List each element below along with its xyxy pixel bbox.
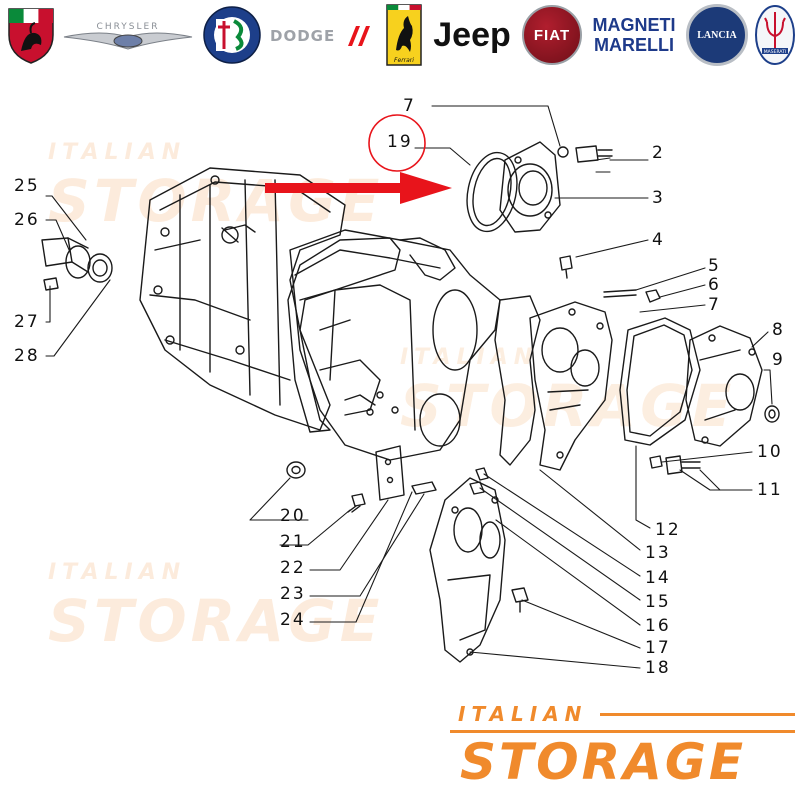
callout-24: 24: [280, 610, 306, 630]
abarth-shield-icon: [8, 8, 54, 64]
callout-16: 16: [645, 616, 671, 636]
flange-part-26: [41, 237, 113, 283]
leader-lines: [45, 105, 773, 669]
fitting-part-15: [469, 481, 485, 495]
alfa-romeo-badge-icon: [203, 6, 261, 64]
o-ring-part-19: [466, 151, 518, 233]
dodge-wordmark-icon: DODGE: [270, 26, 370, 46]
callout-18: 18: [645, 658, 671, 678]
bolt-part-21: [347, 493, 366, 513]
abarth-logo: [2, 4, 60, 66]
callout-21: 21: [280, 532, 306, 552]
brand-logo-strip: CHRYSLER DODGE: [0, 0, 800, 72]
highlight-circle: [368, 114, 426, 172]
clip-part-27: [43, 277, 59, 291]
fitting-part-14: [475, 467, 489, 481]
logo-top-word: ITALIAN: [458, 702, 588, 726]
callout-6: 6: [708, 275, 721, 295]
ferrari-prancing-horse-icon: Ferrari: [386, 4, 422, 66]
callout-12: 12: [655, 520, 681, 540]
maserati-logo: MASERATI: [752, 4, 798, 66]
callout-17: 17: [645, 638, 671, 658]
fiat-logo: FIAT: [520, 4, 584, 66]
callout-19: 19: [387, 132, 413, 152]
magneti-marelli-logo: MAGNETI MARELLI: [588, 4, 680, 66]
washer-part-10: [649, 455, 663, 469]
alfa-romeo-logo: [200, 4, 264, 66]
callout-2: 2: [652, 143, 665, 163]
callout-14: 14: [645, 568, 671, 588]
stud-part-5: [603, 289, 637, 298]
lancia-badge-icon: LANCIA: [686, 4, 748, 66]
washer-part-7-top: [557, 146, 569, 158]
dodge-logo: DODGE: [268, 4, 372, 66]
fiat-wordmark: FIAT: [533, 26, 571, 44]
callout-5: 5: [708, 256, 721, 276]
bolt-part-17: [511, 587, 529, 613]
end-cover-part-8: [685, 325, 763, 447]
stud-part-4: [559, 255, 573, 279]
magneti-marelli-line2: MARELLI: [594, 35, 674, 55]
gasket-part-13: [494, 295, 541, 466]
nut-part-6: [645, 289, 661, 303]
callout-15: 15: [645, 592, 671, 612]
callout-20: 20: [280, 506, 306, 526]
dodge-wordmark: DODGE: [270, 27, 335, 45]
chrysler-wings-icon: CHRYSLER: [63, 22, 193, 50]
logo-middle-rule: [450, 730, 795, 733]
magneti-marelli-line1: MAGNETI: [592, 15, 676, 35]
ferrari-logo: Ferrari: [384, 4, 424, 66]
plug-part-9: [764, 405, 780, 423]
chrysler-logo: CHRYSLER: [62, 4, 194, 66]
callout-9: 9: [772, 350, 785, 370]
highlight-arrow-icon: [265, 172, 452, 204]
intermediate-housing: [529, 301, 613, 471]
callout-23: 23: [280, 584, 306, 604]
callout-10: 10: [757, 442, 783, 462]
callout-22: 22: [280, 558, 306, 578]
maserati-trident-icon: MASERATI: [755, 5, 795, 65]
callout-7: 7: [708, 295, 721, 315]
gasket-large: [287, 237, 401, 433]
callout-13: 13: [645, 543, 671, 563]
callout-3: 3: [652, 188, 665, 208]
logo-top-rule: [600, 713, 795, 716]
jeep-logo: Jeep: [428, 4, 516, 66]
jeep-wordmark: Jeep: [433, 15, 511, 54]
callout-11: 11: [757, 480, 783, 500]
bracket-part-22: [375, 445, 405, 501]
highlight-o-ring: [265, 114, 452, 204]
callout-26: 26: [14, 210, 40, 230]
maserati-wordmark: MASERATI: [764, 49, 786, 55]
callout-8: 8: [772, 320, 785, 340]
logo-bottom-word: STORAGE: [460, 733, 747, 791]
lancia-wordmark: LANCIA: [697, 29, 737, 41]
callout-25: 25: [14, 176, 40, 196]
callout-7-top: 7: [403, 96, 416, 116]
ferrari-wordmark: Ferrari: [394, 57, 414, 64]
callout-28: 28: [14, 346, 40, 366]
fiat-badge-icon: FIAT: [522, 5, 582, 65]
lancia-logo: LANCIA: [686, 4, 748, 66]
plug-part-20: [286, 461, 306, 479]
bolt-part-2: [575, 145, 613, 163]
gasket-part-12: [619, 317, 701, 446]
bolt-part-11: [665, 455, 701, 475]
chrysler-wordmark: CHRYSLER: [97, 22, 160, 32]
side-cover-part-18: [429, 477, 506, 663]
plate-part-23: [411, 481, 437, 495]
callout-27: 27: [14, 312, 40, 332]
italian-storage-logo: ITALIAN STORAGE: [450, 700, 795, 795]
bearing-cover-part-3: [499, 141, 561, 233]
callout-4: 4: [652, 230, 665, 250]
